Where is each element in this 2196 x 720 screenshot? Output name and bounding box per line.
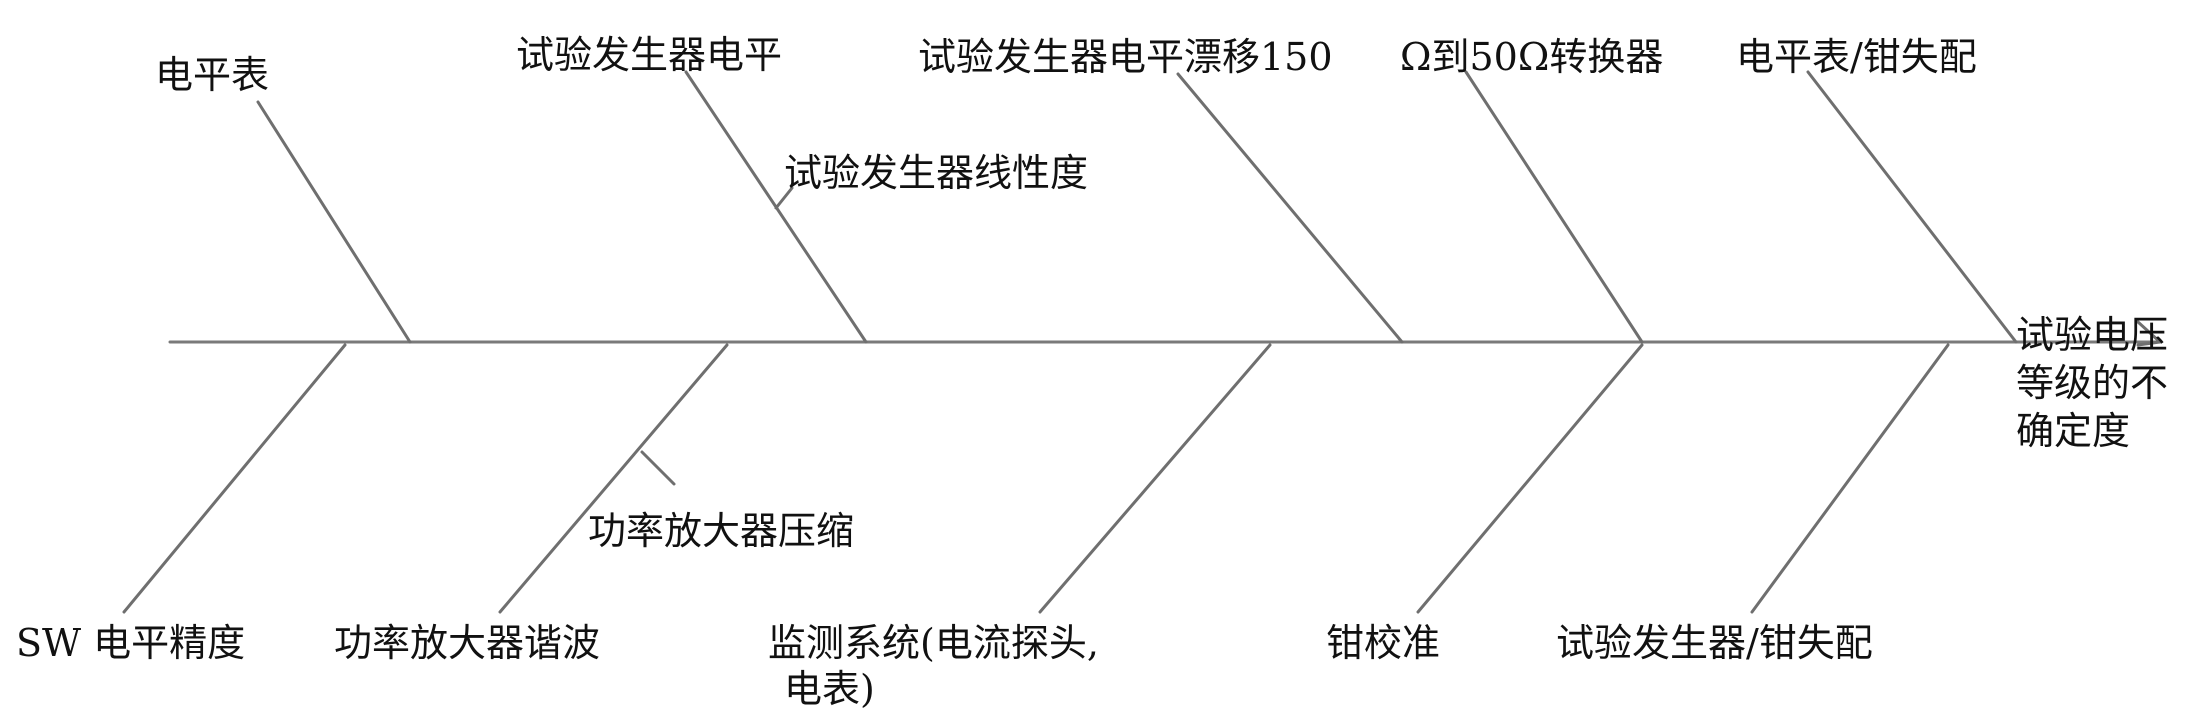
bone-clamp-calibration xyxy=(1416,343,1644,614)
cause-meter-clamp-mismatch: 电平表/钳失配 xyxy=(1736,35,1977,79)
bone-monitoring-system xyxy=(1038,343,1272,614)
sub-cause-pa-compression: 功率放大器压缩 xyxy=(588,509,855,553)
bone-pa-harmonics xyxy=(498,343,729,614)
sub-cause-generator-linearity: 试验发生器线性度 xyxy=(784,151,1089,195)
cause-generator-clamp-mismatch: 试验发生器/钳失配 xyxy=(1556,621,1873,665)
bone-level-meter xyxy=(256,100,412,344)
bone-pa-compression xyxy=(640,450,676,486)
cause-pa-harmonics: 功率放大器谐波 xyxy=(334,621,601,665)
cause-clamp-calibration: 钳校准 xyxy=(1326,621,1441,665)
effect-label-line-1: 试验电压 xyxy=(2016,313,2169,357)
cause-ohm-converter: Ω到50Ω转换器 xyxy=(1400,35,1664,79)
bone-meter-clamp-mismatch xyxy=(1806,70,2018,344)
cause-monitoring-line-1: 监测系统(电流探头, xyxy=(768,621,1099,665)
effect-label-line-2: 等级的不 xyxy=(2016,361,2169,405)
cause-level-meter: 电平表 xyxy=(155,53,270,97)
bone-generator-clamp-mismatch xyxy=(1750,343,1950,614)
arrowhead-upper xyxy=(2136,320,2162,344)
cause-generator-level: 试验发生器电平 xyxy=(516,33,783,77)
cause-generator-drift: 试验发生器电平漂移150 xyxy=(918,35,1333,79)
effect-label-line-3: 确定度 xyxy=(2016,409,2131,453)
arrowhead-lower xyxy=(2136,340,2162,347)
bone-generator-linearity xyxy=(774,186,794,210)
bone-ohm-converter xyxy=(1464,70,1644,344)
cause-sw-accuracy: SW 电平精度 xyxy=(16,621,246,665)
cause-monitoring-line-2: 电表) xyxy=(784,667,875,711)
bone-generator-drift xyxy=(1176,72,1404,344)
bone-sw-accuracy xyxy=(122,343,347,614)
